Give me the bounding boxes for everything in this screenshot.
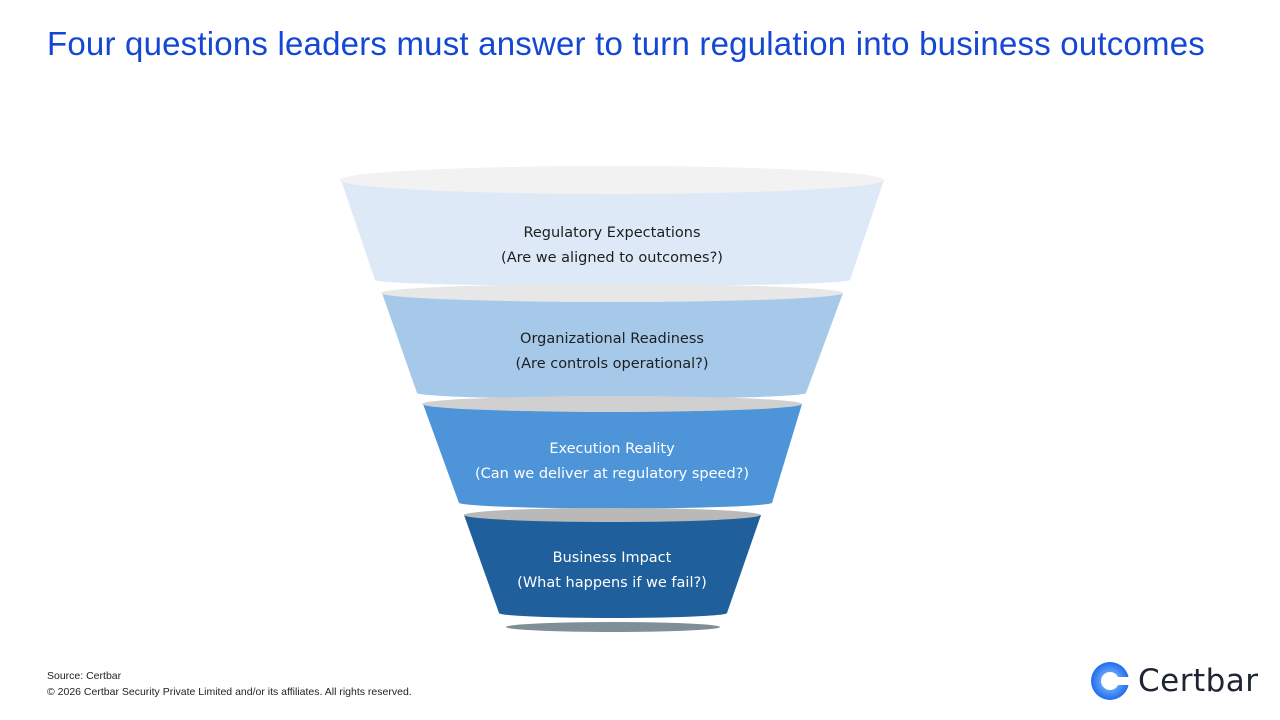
funnel-segment-4 <box>464 508 761 618</box>
segment-question: (What happens if we fail?) <box>517 575 707 591</box>
funnel-label-2: Organizational Readiness (Are controls o… <box>412 327 812 377</box>
funnel-label-3: Execution Reality (Can we deliver at reg… <box>412 437 812 487</box>
page-title: Four questions leaders must answer to tu… <box>47 25 1205 62</box>
copyright-note: © 2026 Certbar Security Private Limited … <box>47 686 412 698</box>
segment-title: Business Impact <box>552 550 672 566</box>
segment-title: Organizational Readiness <box>520 331 704 347</box>
logo-mark-icon <box>1091 662 1130 700</box>
funnel-segment-2 <box>381 284 843 400</box>
funnel-base <box>506 622 720 632</box>
funnel-label-1: Regulatory Expectations (Are we aligned … <box>412 221 812 271</box>
segment-title: Regulatory Expectations <box>523 225 701 241</box>
logo-text: Certbar <box>1138 663 1259 699</box>
funnel-label-4: Business Impact (What happens if we fail… <box>412 546 812 596</box>
source-note: Source: Certbar <box>47 670 122 682</box>
funnel-segment-3 <box>422 396 802 509</box>
segment-question: (Are we aligned to outcomes?) <box>501 250 723 266</box>
certbar-logo: Certbar <box>1090 661 1259 701</box>
funnel-segment-1 <box>340 166 884 287</box>
segment-question: (Can we deliver at regulatory speed?) <box>474 466 750 482</box>
segment-title: Execution Reality <box>549 441 675 457</box>
segment-question: (Are controls operational?) <box>515 356 709 372</box>
